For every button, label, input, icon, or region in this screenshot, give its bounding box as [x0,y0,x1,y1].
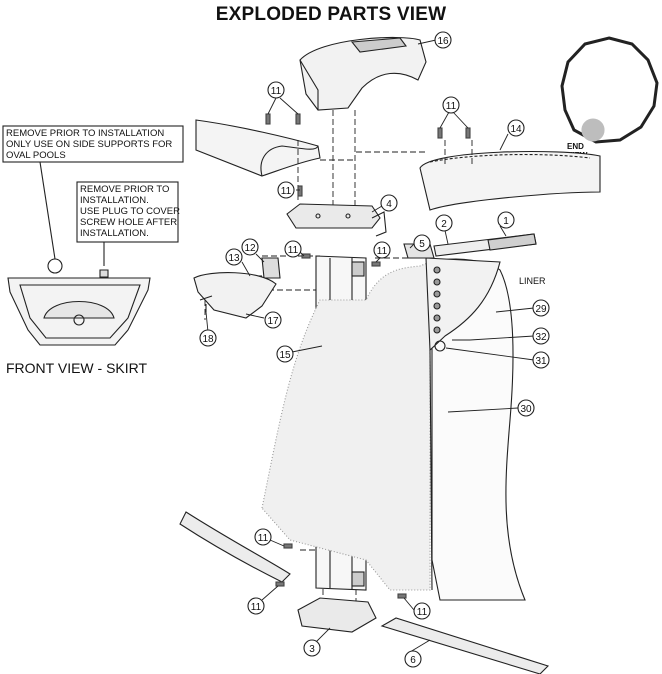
end-view-polygon [560,36,659,144]
plug-icon [47,258,63,274]
callout-11: 11 [288,245,299,256]
callout-32: 32 [535,332,547,343]
callout-14: 14 [510,124,522,135]
callout-2: 2 [441,219,447,230]
part-12-bracket [261,257,281,279]
callout-17: 17 [267,316,279,327]
callout-4: 4 [386,199,392,210]
note2-line: SCREW HOLE AFTER [80,217,178,228]
note-oval-pools: REMOVE PRIOR TO INSTALLATION ONLY USE ON… [6,128,172,161]
note2-box [76,181,179,243]
callout-29: 29 [535,304,547,315]
callout-11: 11 [377,246,388,257]
callout-1: 1 [503,216,509,227]
callout-6: 6 [410,655,416,666]
note1-line: OVAL POOLS [6,150,66,161]
callout-31: 31 [535,356,547,367]
part-4-top-bracket [286,203,387,237]
note2-line: REMOVE PRIOR TO [80,184,170,195]
bolt-column [433,266,441,334]
callout-13: 13 [228,253,240,264]
note2-line: USE PLUG TO COVER [80,206,180,217]
part-17-skirt [193,272,277,319]
part-3-base [297,597,377,633]
note-plug-screw-hole: REMOVE PRIOR TO INSTALLATION. USE PLUG T… [80,184,180,239]
callout-12: 12 [244,243,256,254]
callout-16: 16 [437,36,449,47]
wall-panel [261,261,431,591]
leader-line [39,161,56,260]
callout-circles [199,31,550,668]
end-view-line: END [567,142,584,151]
callout-11: 11 [251,602,262,613]
part-31-washer [434,340,446,352]
callout-11: 11 [281,186,292,197]
callout-18: 18 [202,334,214,345]
liner-label: LINER [519,276,546,286]
callout-30: 30 [520,404,532,415]
note1-box [2,125,184,163]
note2-line: INSTALLATION. [80,195,149,206]
note2-line: INSTALLATION. [80,228,149,239]
end-view-highlight [581,118,605,142]
callout-11: 11 [271,86,282,97]
left-bottom-rail [179,511,291,583]
front-view-skirt [7,258,151,346]
note1-line: REMOVE PRIOR TO INSTALLATION [6,128,165,139]
part-29-panel [425,257,501,352]
front-view-skirt-label: FRONT VIEW - SKIRT [6,360,148,376]
note1-line: ONLY USE ON SIDE SUPPORTS FOR [6,139,173,150]
callout-11: 11 [258,533,269,544]
callout-11: 11 [417,607,428,618]
callout-11: 11 [446,101,457,112]
page-title: EXPLODED PARTS VIEW [215,4,447,25]
part-6-bottom-rail [380,617,550,674]
callout-numbers: 16 11 11 14 11 4 2 1 12 11 11 5 13 29 17… [202,36,547,666]
part-1-2-tube [433,233,537,257]
part-16-top-cap [299,36,427,111]
callout-15: 15 [279,350,291,361]
callout-3: 3 [309,644,315,655]
callout-5: 5 [419,239,425,250]
part-14-right-rail [419,150,601,211]
part-18-screw [199,295,213,312]
